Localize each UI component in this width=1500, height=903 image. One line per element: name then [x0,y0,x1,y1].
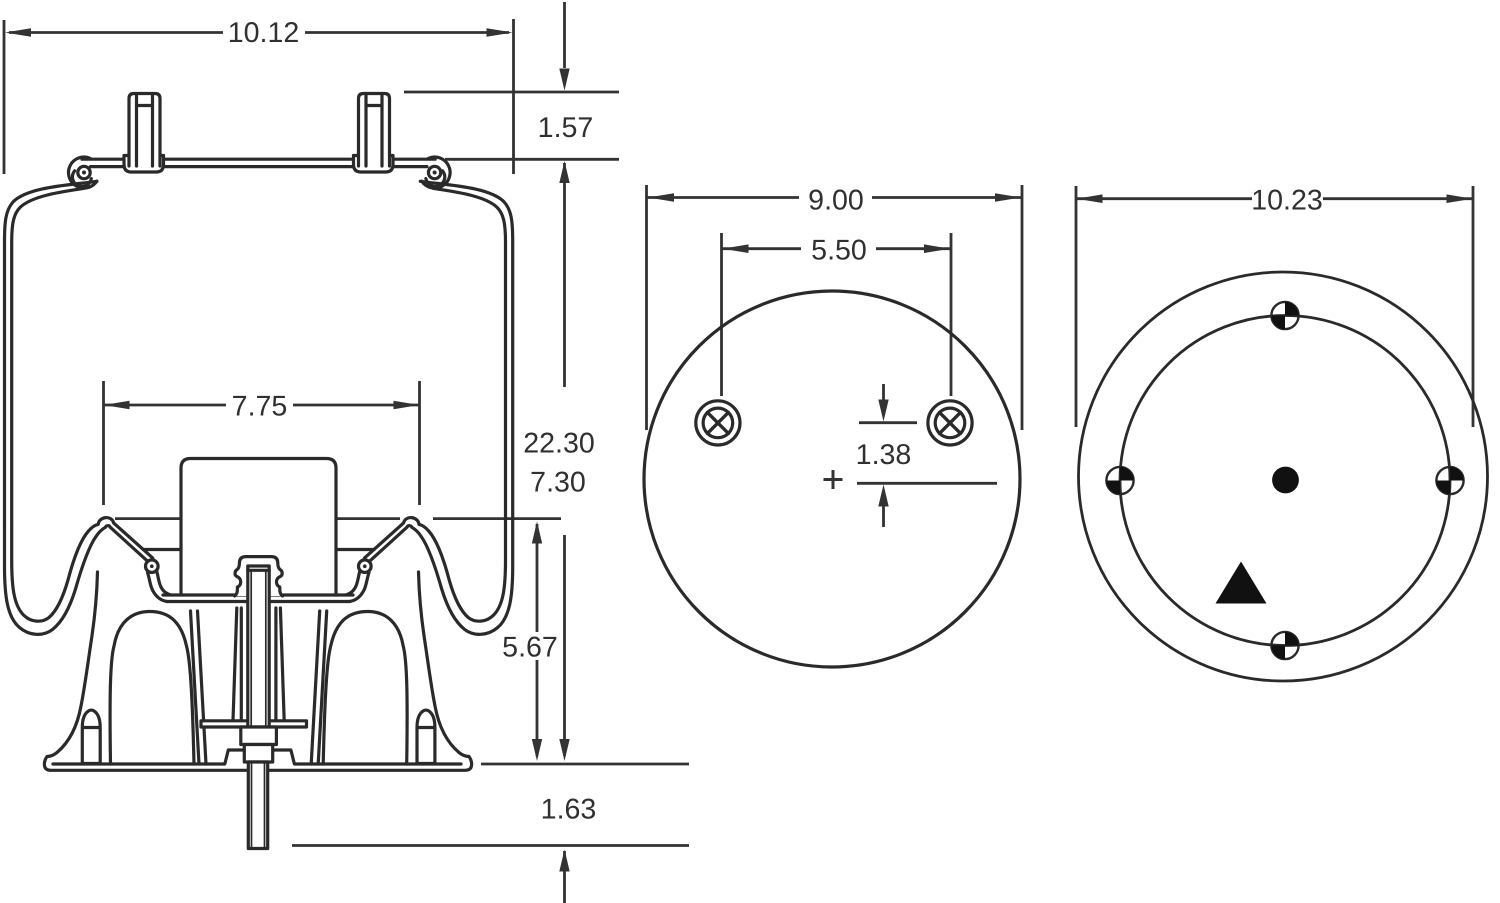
svg-text:10.12: 10.12 [228,17,300,49]
svg-text:10.23: 10.23 [1251,185,1323,217]
svg-text:1.63: 1.63 [541,794,597,826]
svg-text:5.67: 5.67 [502,632,558,664]
svg-text:7.30: 7.30 [530,467,586,499]
svg-text:22.30: 22.30 [523,428,595,460]
svg-text:9.00: 9.00 [808,185,864,217]
svg-text:5.50: 5.50 [811,235,867,267]
svg-text:7.75: 7.75 [232,391,288,423]
svg-text:1.38: 1.38 [856,439,912,471]
svg-text:1.57: 1.57 [538,112,594,144]
